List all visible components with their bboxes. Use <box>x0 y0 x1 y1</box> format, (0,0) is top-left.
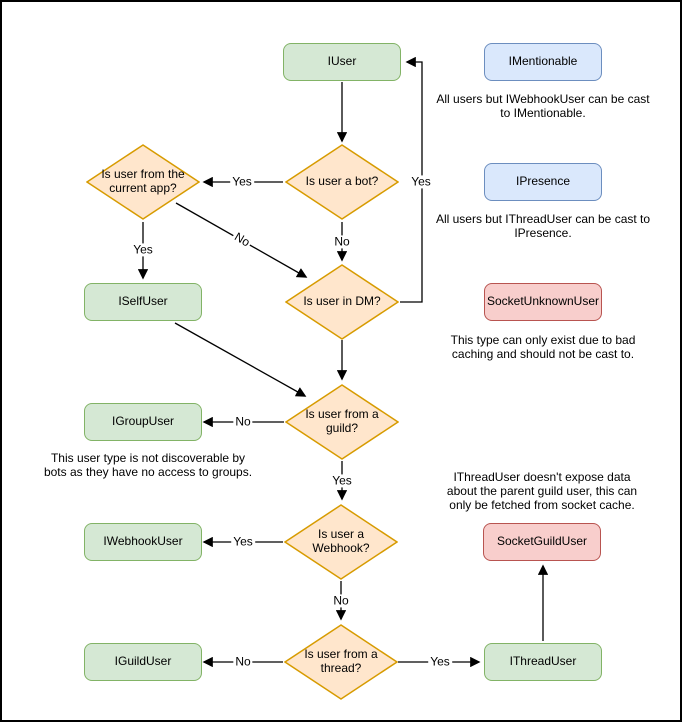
edge-label-app-to-self-yes: Yes <box>131 242 155 257</box>
node-igroupuser: IGroupUser <box>84 403 202 441</box>
decision-is-user-in-dm: Is user in DM? <box>285 264 399 340</box>
edge-label-app-to-dm-no: No <box>230 229 254 251</box>
node-iwebhookuser: IWebhookUser <box>84 523 202 561</box>
decision-is-user-in-dm-label: Is user in DM? <box>303 294 381 309</box>
note-ithreaduser: IThreadUser doesn't expose data about th… <box>446 470 638 512</box>
edge-label-guild-to-webhook-yes: Yes <box>330 473 354 488</box>
node-iguilduser: IGuildUser <box>84 643 202 681</box>
edge-label-thread-to-ithread-yes: Yes <box>428 654 452 669</box>
edge-label-bot-to-dm-no: No <box>332 234 352 249</box>
node-iselfuser: ISelfUser <box>84 283 202 321</box>
edge-label-thread-to-iguild-no: No <box>233 654 253 669</box>
edge-label-webhook-to-iwebhook-yes: Yes <box>231 534 255 549</box>
decision-is-user-from-current-app: Is user from the current app? <box>86 144 200 220</box>
node-ipresence-label: IPresence <box>515 174 571 189</box>
edge-label-webhook-to-thread-no: No <box>331 593 351 608</box>
decision-is-user-from-guild: Is user from a guild? <box>285 384 399 460</box>
edge-label-guild-to-group-no: No <box>233 414 253 429</box>
node-ithreaduser: IThreadUser <box>484 643 602 681</box>
decision-is-user-from-thread-label: Is user from a thread? <box>304 647 378 675</box>
node-igroupuser-label: IGroupUser <box>111 414 175 429</box>
node-iwebhookuser-label: IWebhookUser <box>103 534 183 549</box>
node-ipresence: IPresence <box>484 163 602 201</box>
decision-is-user-from-thread: Is user from a thread? <box>284 624 398 700</box>
note-imentionable: All users but IWebhookUser can be cast t… <box>436 92 650 120</box>
edge-label-bot-to-app-yes: Yes <box>230 174 254 189</box>
decision-is-user-a-bot: Is user a bot? <box>285 144 399 220</box>
note-socketunknownuser: This type can only exist due to bad cach… <box>450 333 636 361</box>
node-imentionable-label: IMentionable <box>508 54 578 69</box>
note-ipresence: All users but IThreadUser can be cast to… <box>435 212 651 240</box>
decision-is-user-from-current-app-label: Is user from the current app? <box>101 167 185 195</box>
decision-is-user-a-webhook-label: Is user a Webhook? <box>312 527 370 555</box>
edge-label-dm-to-iuser-yes: Yes <box>409 174 433 189</box>
decision-is-user-from-guild-label: Is user from a guild? <box>305 407 379 435</box>
node-socketguilduser-label: SocketGuildUser <box>496 534 588 549</box>
node-socketguilduser: SocketGuildUser <box>483 523 601 561</box>
node-iguilduser-label: IGuildUser <box>114 654 172 669</box>
node-socketunknownuser-label: SocketUnknownUser <box>486 294 600 309</box>
node-iuser-label: IUser <box>327 54 357 69</box>
note-igroupuser: This user type is not discoverable by bo… <box>43 451 253 479</box>
node-socketunknownuser: SocketUnknownUser <box>484 283 602 321</box>
node-imentionable: IMentionable <box>484 43 602 81</box>
node-iselfuser-label: ISelfUser <box>118 294 168 309</box>
decision-is-user-a-bot-label: Is user a bot? <box>305 174 379 189</box>
decision-is-user-a-webhook: Is user a Webhook? <box>284 504 398 580</box>
node-ithreaduser-label: IThreadUser <box>509 654 577 669</box>
node-iuser: IUser <box>283 43 401 81</box>
